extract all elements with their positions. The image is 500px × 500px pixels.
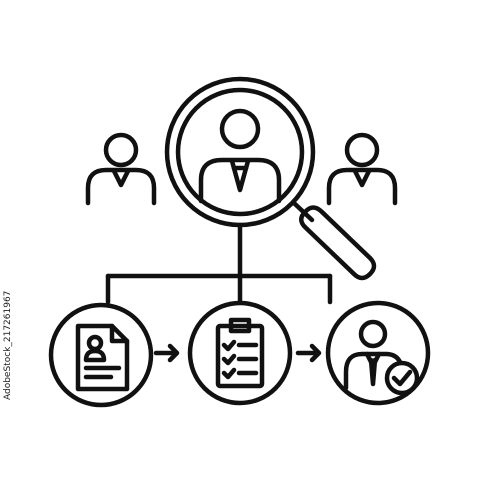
arrow-right-icon [153, 343, 180, 363]
hired-candidate-step-icon [325, 300, 431, 406]
stock-image-id: AdobeStock_217261967 [3, 290, 13, 400]
checklist-step-icon [187, 300, 293, 406]
process-connector-lines [105, 222, 333, 305]
candidate-right-icon [326, 132, 398, 206]
arrow-right-icon [295, 343, 322, 363]
candidate-left-icon [85, 132, 157, 206]
resume-step-icon [48, 302, 154, 408]
magnifying-glass-icon [164, 76, 377, 281]
